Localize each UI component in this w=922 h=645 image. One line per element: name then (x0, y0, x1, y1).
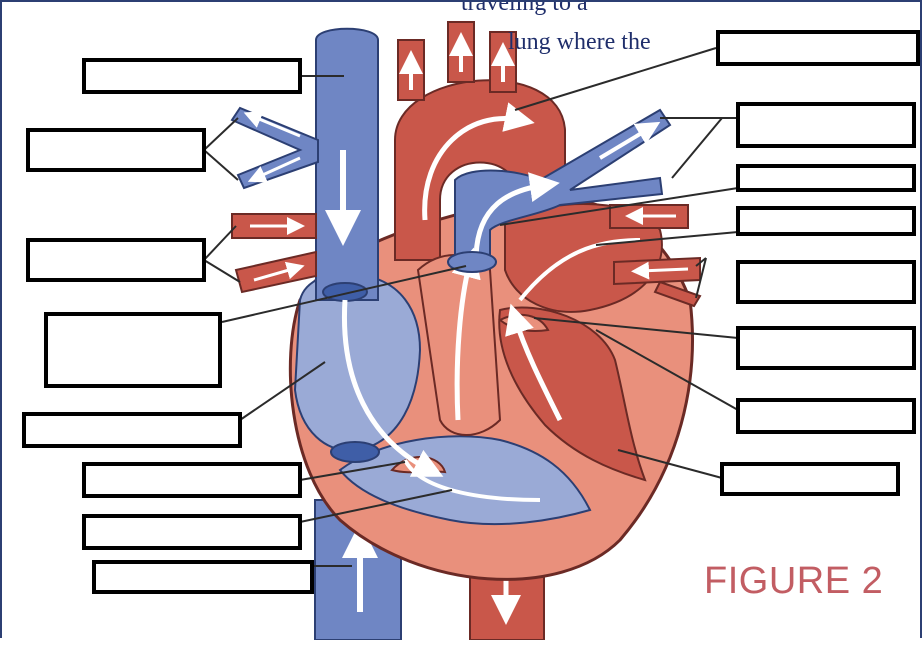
answer-box-1[interactable] (82, 58, 302, 94)
left-ventricle-flow (505, 303, 563, 422)
septum-flow (451, 247, 481, 421)
pulmonary-trunk (454, 108, 672, 291)
answer-box-7[interactable] (82, 514, 302, 550)
answer-box-13[interactable] (736, 260, 916, 304)
answer-box-3[interactable] (26, 238, 206, 282)
caption-line-2: lung where the (508, 29, 651, 55)
pulmonary-veins-left (231, 213, 317, 294)
answer-box-8[interactable] (92, 560, 314, 594)
pulmonary-artery-branches-left (230, 106, 319, 190)
answer-box-6[interactable] (82, 462, 302, 498)
answer-box-12[interactable] (736, 206, 916, 236)
caption-line-1: traveling to a (461, 0, 588, 16)
answer-box-4[interactable] (44, 312, 222, 388)
answer-box-16[interactable] (720, 462, 900, 496)
answer-box-15[interactable] (736, 398, 916, 434)
left-atrium-flow (518, 238, 641, 302)
answer-box-14[interactable] (736, 326, 916, 370)
right-ventricle (338, 435, 592, 526)
left-ventricle (498, 306, 647, 482)
answer-box-5[interactable] (22, 412, 242, 448)
answer-box-2[interactable] (26, 128, 206, 172)
figure-label: FIGURE 2 (704, 560, 884, 602)
answer-box-9[interactable] (716, 30, 920, 66)
answer-box-10[interactable] (736, 102, 916, 148)
right-atrium-flow (341, 299, 444, 477)
right-ventricle-flow (403, 459, 541, 502)
answer-box-11[interactable] (736, 164, 916, 192)
leader-lines (203, 47, 739, 567)
superior-vena-cava (315, 27, 379, 301)
pulmonary-veins-right (609, 204, 702, 308)
inferior-valve-opening (330, 441, 380, 463)
